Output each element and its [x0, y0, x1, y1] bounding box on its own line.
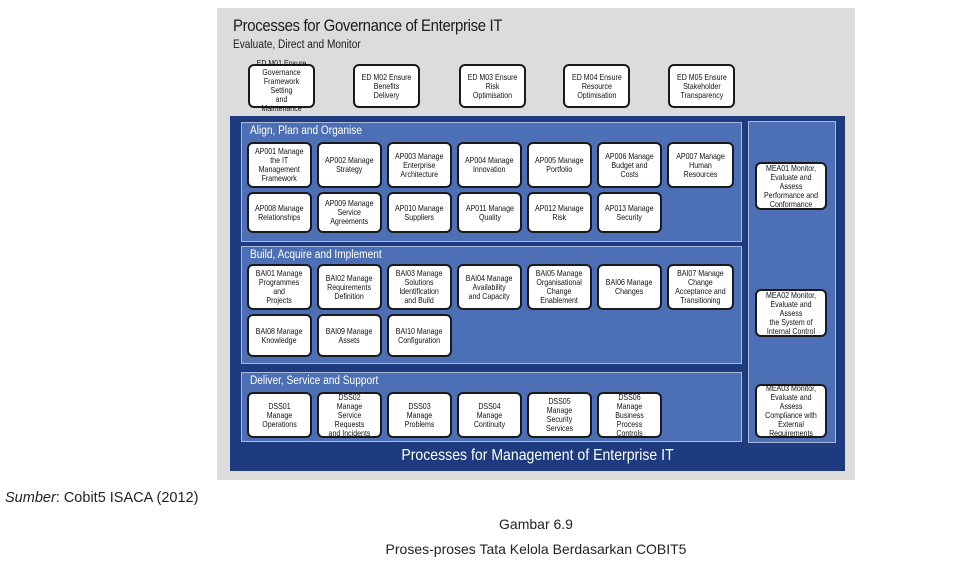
figure-title: Proses-proses Tata Kelola Berdasarkan CO…	[385, 541, 687, 557]
domain-dss-title: Deliver, Service and Support	[250, 375, 379, 387]
edm04-box: ED M04 Ensure Resource Optimisation	[563, 64, 630, 108]
apo07-box: AP007 Manage Human Resources	[667, 142, 734, 188]
apo06-box: AP006 Manage Budget and Costs	[597, 142, 662, 188]
governance-title: Processes for Governance of Enterprise I…	[233, 16, 503, 35]
bai02-box: BAI02 Manage Requirements Definition	[317, 264, 382, 310]
apo05-box: AP005 Manage Portfolio	[527, 142, 592, 188]
governance-subtitle: Evaluate, Direct and Monitor	[233, 39, 361, 51]
bai09-box: BAI09 Manage Assets	[317, 314, 382, 357]
bai08-box: BAI08 Manage Knowledge	[247, 314, 312, 357]
dss03-box: DSS03 Manage Problems	[387, 392, 452, 438]
apo10-box: AP010 Manage Suppliers	[387, 192, 452, 233]
domain-bai-title: Build, Acquire and Implement	[250, 249, 382, 261]
dss04-box: DSS04 Manage Continuity	[457, 392, 522, 438]
figure-number: Gambar 6.9	[499, 516, 573, 532]
edm02-box: ED M02 Ensure Benefits Delivery	[353, 64, 420, 108]
bai06-box: BAI06 Manage Changes	[597, 264, 662, 310]
dss01-box: DSS01 Manage Operations	[247, 392, 312, 438]
source-label: Sumber	[5, 490, 56, 506]
domain-dss: Deliver, Service and Support DSS01 Manag…	[241, 372, 742, 442]
bai05-box: BAI05 Manage Organisational Change Enabl…	[527, 264, 592, 310]
apo13-box: AP013 Manage Security	[597, 192, 662, 233]
bai03-box: BAI03 Manage Solutions Identification an…	[387, 264, 452, 310]
dss02-box: DSS02 Manage Service Requests and Incide…	[317, 392, 382, 438]
bai07-box: BAI07 Manage Change Acceptance and Trans…	[667, 264, 734, 310]
edm01-box: ED M01 Ensure Governance Framework Setti…	[248, 59, 315, 113]
apo09-box: AP009 Manage Service Agreements	[317, 192, 382, 233]
dss06-box: DSS06 Manage Business Process Controls	[597, 392, 662, 438]
source-caption: Sumber: Cobit5 ISACA (2012)	[5, 490, 198, 506]
apo12-box: AP012 Manage Risk	[527, 192, 592, 233]
apo11-box: AP011 Manage Quality	[457, 192, 522, 233]
domain-bai: Build, Acquire and Implement BAI01 Manag…	[241, 246, 742, 364]
edm03-box: ED M03 Ensure Risk Optimisation	[459, 64, 526, 108]
source-text: : Cobit5 ISACA (2012)	[55, 490, 199, 506]
edm05-box: ED M05 Ensure Stakeholder Transparency	[668, 64, 735, 108]
mea02-box: MEA02 Monitor, Evaluate and Assess the S…	[755, 289, 827, 337]
domain-apo: Align, Plan and Organise AP001 Manage th…	[241, 122, 742, 242]
mea03-box: MEA03 Monitor, Evaluate and Assess Compl…	[755, 384, 827, 438]
bai10-box: BAI10 Manage Configuration	[387, 314, 452, 357]
management-title: Processes for Management of Enterprise I…	[401, 447, 674, 464]
apo03-box: AP003 Manage Enterprise Architecture	[387, 142, 452, 188]
bai04-box: BAI04 Manage Availability and Capacity	[457, 264, 522, 310]
apo01-box: AP001 Manage the IT Management Framework	[247, 142, 312, 188]
management-panel: Align, Plan and Organise AP001 Manage th…	[230, 116, 845, 471]
domain-apo-title: Align, Plan and Organise	[250, 125, 362, 137]
dss05-box: DSS05 Manage Security Services	[527, 392, 592, 438]
domain-mea: MEA01 Monitor, Evaluate and Assess Perfo…	[748, 121, 836, 443]
mea01-box: MEA01 Monitor, Evaluate and Assess Perfo…	[755, 162, 827, 210]
apo02-box: AP002 Manage Strategy	[317, 142, 382, 188]
bai01-box: BAI01 Manage Programmes and Projects	[247, 264, 312, 310]
apo08-box: AP008 Manage Relationships	[247, 192, 312, 233]
cobit5-diagram: Processes for Governance of Enterprise I…	[217, 8, 855, 480]
apo04-box: AP004 Manage Innovation	[457, 142, 522, 188]
